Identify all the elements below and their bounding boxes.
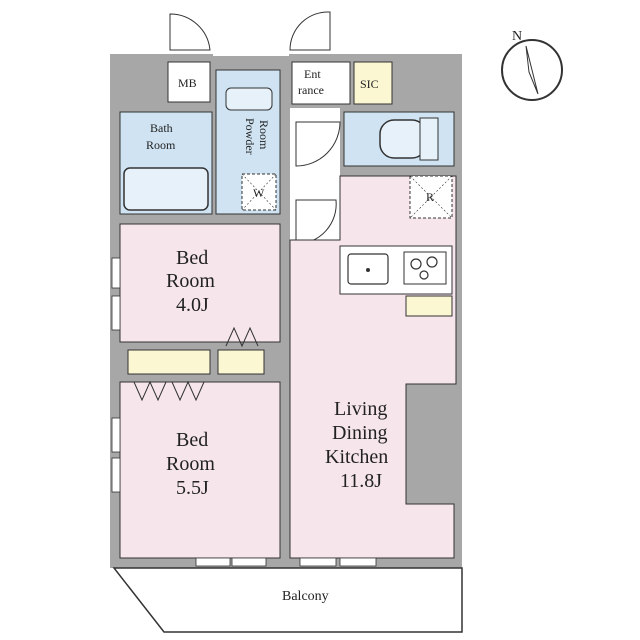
bed1-label-2: Room <box>166 270 215 292</box>
bed1-label-3: 4.0J <box>176 294 209 316</box>
bathtub-icon <box>123 167 209 211</box>
ldk-label-1: Living <box>334 398 387 420</box>
balcony <box>112 567 463 633</box>
balcony-label: Balcony <box>282 589 329 604</box>
bed2-label-2: Room <box>166 453 215 475</box>
toilet-icon <box>379 119 427 159</box>
fridge-label: R <box>426 190 434 204</box>
sic-closet <box>353 61 393 105</box>
powder-label-2: Room <box>257 120 271 150</box>
entrance <box>291 61 351 105</box>
bed2-label-3: 5.5J <box>176 477 209 499</box>
entrance-label-2: rance <box>298 83 324 97</box>
north-arrow-icon: N <box>501 29 563 101</box>
entrance-door-swing <box>169 13 211 51</box>
toilet-door-swing <box>295 121 341 167</box>
north-label: N <box>512 29 522 44</box>
closet-left <box>127 349 211 375</box>
entrance-label-1: Ent <box>304 67 321 81</box>
bed2-label-1: Bed <box>176 429 208 451</box>
bedroom-5-5j <box>119 381 281 559</box>
bath-label-1: Bath <box>150 121 173 135</box>
mb-closet <box>167 61 211 103</box>
powder-label-1: Powder <box>243 118 257 155</box>
front-door-swing <box>289 11 331 51</box>
vanity-sink-icon <box>225 87 273 111</box>
ldk-label-2: Dining <box>332 422 388 444</box>
bed1-label-1: Bed <box>176 247 208 269</box>
sic-label: SIC <box>360 77 379 91</box>
closet-right <box>217 349 265 375</box>
bedroom-4j <box>119 223 281 343</box>
ldk-label-3: Kitchen <box>325 446 388 468</box>
washer-label: W <box>253 186 265 200</box>
ldk-label-4: 11.8J <box>340 470 382 492</box>
bath-label-2: Room <box>146 138 176 152</box>
mb-label: MB <box>178 76 197 90</box>
